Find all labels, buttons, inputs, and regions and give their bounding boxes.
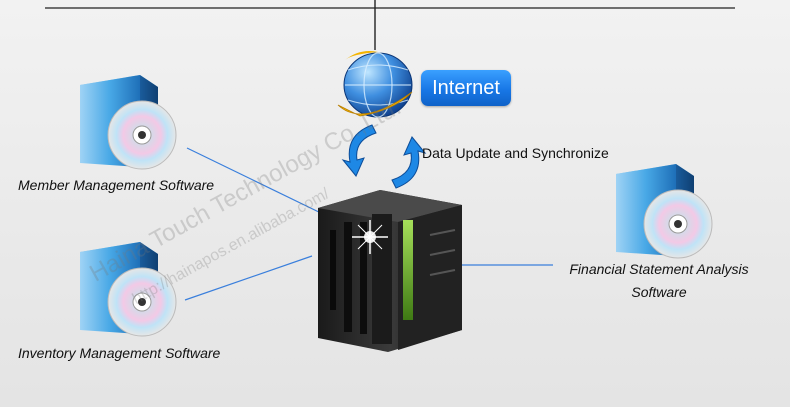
financial-software-label-line2: Software: [631, 284, 687, 300]
inventory-software-label: Inventory Management Software: [18, 345, 221, 361]
member-software-label: Member Management Software: [18, 177, 215, 193]
inventory-connector-line: [184, 255, 313, 301]
server-icon: [318, 190, 462, 352]
financial-software-label-line1: Financial Statement Analysis: [569, 261, 749, 277]
sync-label: Data Update and Synchronize: [422, 145, 609, 161]
member-software-box-icon: [80, 75, 177, 170]
internet-badge: Internet: [421, 70, 511, 106]
financial-software-box-icon: [616, 164, 713, 259]
member-connector-line: [186, 147, 326, 216]
server-flare: [352, 220, 388, 254]
globe-icon: [337, 51, 413, 118]
sync-arrows-icon: [341, 124, 427, 189]
financial-software-label: Financial Statement Analysis Software: [554, 261, 764, 300]
inventory-software-box-icon: [80, 242, 177, 337]
